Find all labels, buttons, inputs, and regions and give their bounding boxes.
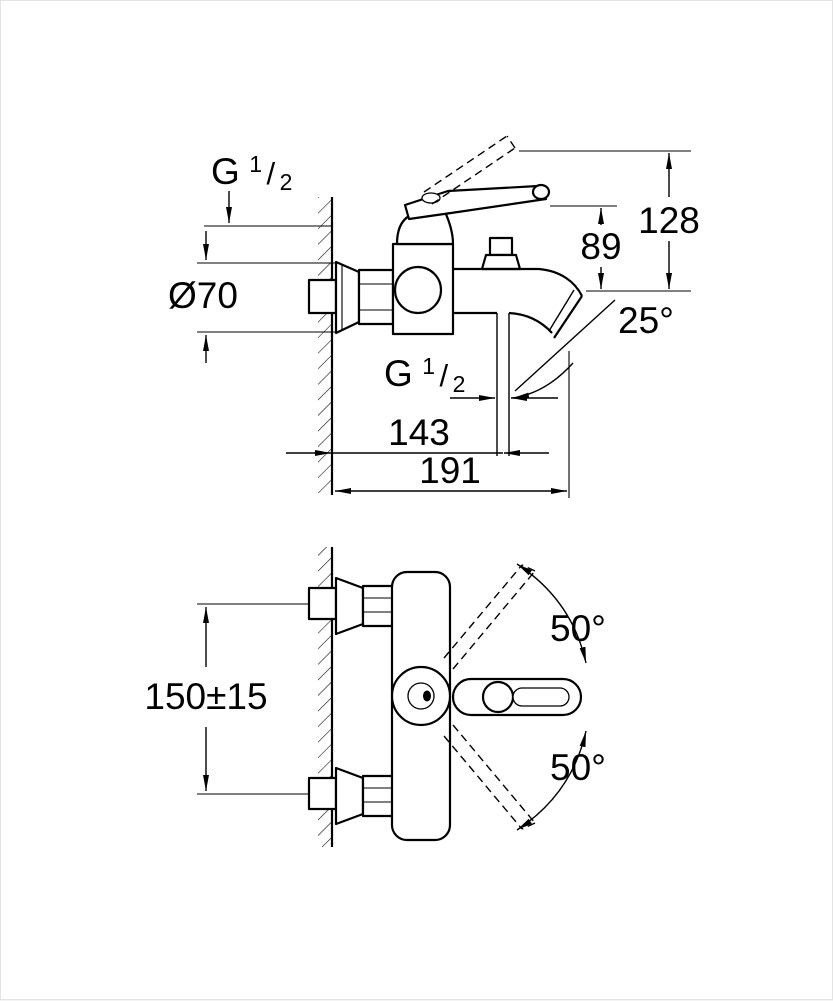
dim-escutcheon-diameter: Ø70: [168, 231, 338, 363]
wall-to-outlet-label: 143: [388, 412, 450, 453]
lever-handle: [403, 184, 548, 221]
dim-total-height-128: 128: [519, 150, 700, 292]
spout-end-cut: [553, 295, 583, 339]
swing-down-arc: [516, 730, 587, 831]
aerator-line: [548, 289, 575, 332]
angle-arc: [512, 362, 574, 399]
wall-thread-label: G 1 / 2: [211, 151, 292, 195]
dim-spout-angle-25: 25°: [512, 299, 674, 399]
dim-wall-to-outlet-143: 143: [286, 412, 549, 456]
body-front-inner-circle: [407, 682, 435, 710]
faucet-front: [307, 564, 583, 842]
lever-raised-dashed: [423, 135, 516, 205]
lower-union-nut: [361, 774, 395, 818]
body-front-dot: [423, 690, 431, 702]
lever-front-shaft: [512, 687, 570, 707]
upper-union-nut: [361, 584, 395, 628]
lever-tip: [531, 183, 551, 201]
inlet-spacing-label: 150±15: [144, 676, 267, 717]
lever-down-dashed: [443, 724, 536, 830]
lever-front-boss: [481, 680, 515, 714]
dim-lever-height-89: 89: [550, 205, 622, 289]
diverter-knob: [488, 236, 514, 257]
wall-fitting: [307, 278, 338, 315]
spout-thread-label: G 1 / 2: [384, 353, 465, 397]
body-cap-circle: [393, 265, 443, 315]
diverter-base: [480, 253, 522, 271]
lever-swing-up-label: 50°: [550, 608, 606, 649]
dim-wall-thread: G 1 / 2: [204, 151, 332, 227]
lower-escutcheon: [334, 766, 365, 826]
lever-logo-cap: [421, 192, 441, 204]
lever-swing-down-label: 50°: [550, 747, 606, 788]
dim-lever-swing-up-50: 50°: [516, 563, 606, 664]
front-view: 50° 50° 150±15: [144, 547, 606, 847]
escutcheon-diameter-label: Ø70: [168, 275, 238, 316]
spout-angle-label: 25°: [618, 300, 674, 341]
angle-reference-line: [514, 299, 616, 392]
upper-escutcheon: [334, 576, 365, 636]
dim-spout-thread: G 1 / 2: [384, 353, 558, 401]
wall-hatch: [318, 547, 332, 847]
upper-wall-fitting: [307, 586, 338, 621]
total-height-label: 128: [638, 200, 700, 241]
wall-hatch: [318, 197, 332, 493]
swing-up-arc: [516, 563, 587, 664]
spout-top-edge: [453, 267, 583, 297]
wall-to-spout-end-label: 191: [419, 450, 481, 491]
dim-wall-to-spout-end-191: 191: [335, 351, 570, 498]
union-nut: [357, 268, 395, 326]
spout-bottom-edge: [453, 311, 553, 334]
dim-inlet-spacing-150: 150±15: [144, 603, 309, 795]
lever-up-dashed: [443, 564, 536, 670]
wall-section-side: [318, 197, 334, 495]
dim-lever-swing-down-50: 50°: [516, 730, 606, 831]
escutcheon: [334, 260, 361, 335]
lower-wall-fitting: [307, 776, 338, 811]
side-view: G 1 / 2 Ø70 89 128: [168, 135, 700, 498]
faucet-side: [307, 135, 583, 456]
lever-height-label: 89: [580, 226, 621, 267]
